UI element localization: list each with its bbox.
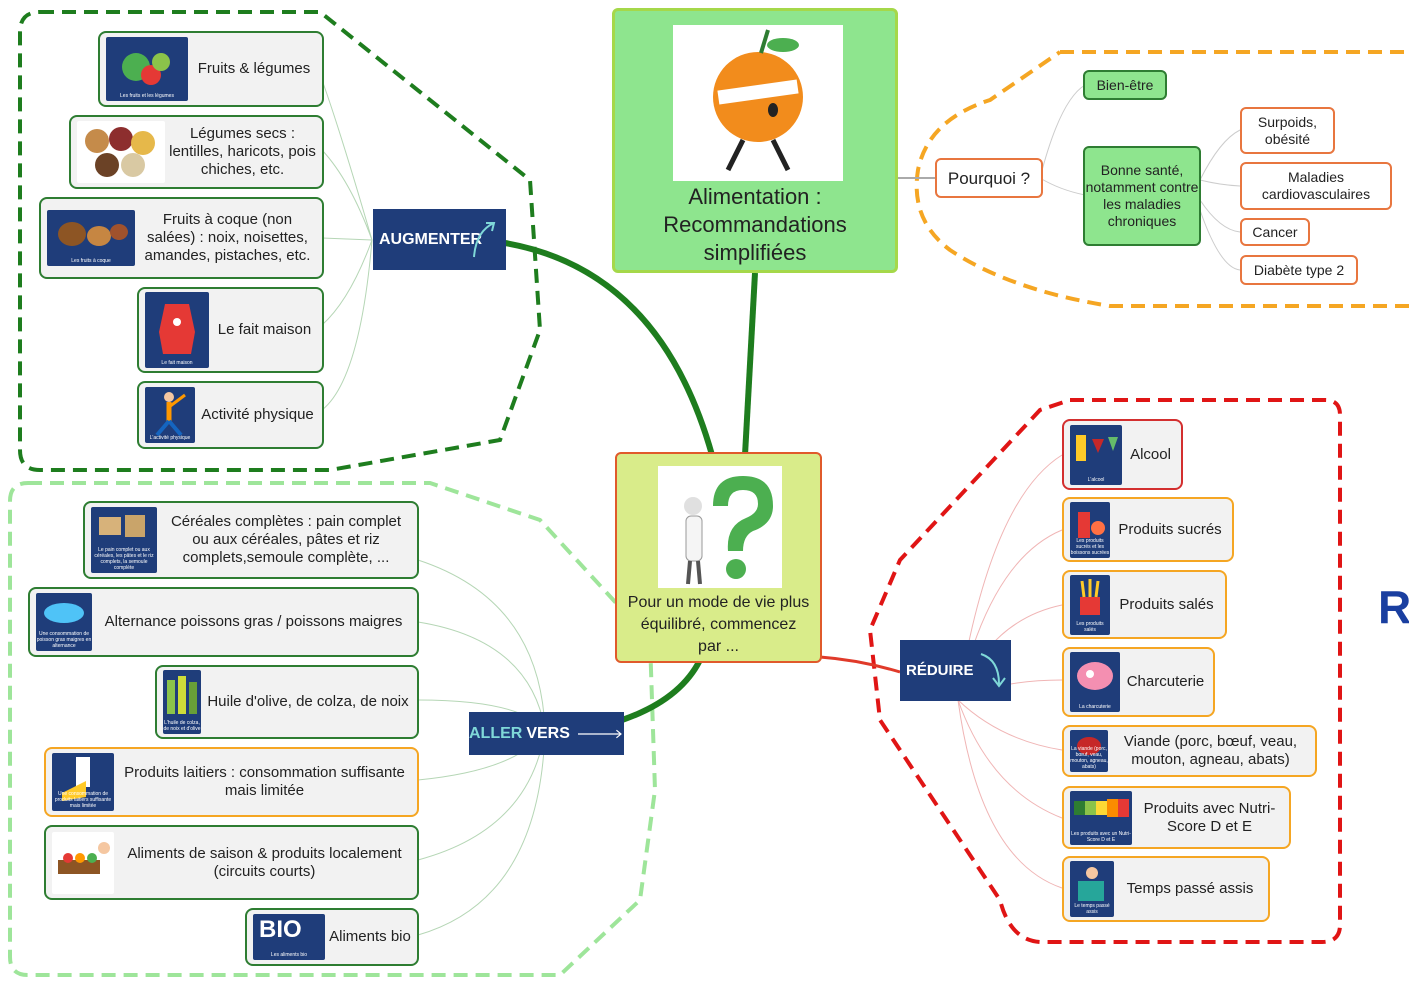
edge-letter: R [1378,581,1409,633]
reduire-tag-label: RÉDUIRE [906,662,974,679]
augmenter-item-fruits-legumes[interactable]: Les fruits et les légumes Fruits & légum… [98,31,324,107]
pourquoi-node[interactable]: Pourquoi ? [935,158,1043,198]
item-label: Fruits & légumes [197,60,311,77]
question-mark-person-icon [658,466,782,588]
disease-diabete[interactable]: Diabète type 2 [1240,255,1358,285]
ham-icon: La charcuterie [1070,652,1120,712]
item-label: Huile d'olive, de colza, de noix [207,693,409,710]
allervers-item-poissons[interactable]: Une consommation de poisson gras maigres… [28,587,419,657]
augmenter-item-fait-maison[interactable]: Le fait maison Le fait maison [137,287,324,373]
allervers-item-saison[interactable]: Aliments de saison & produits localement… [44,825,419,900]
sitting-person-icon: Le temps passé assis [1070,861,1114,917]
nutriscore-icon: Les produits avec un Nutri-Score D et E [1070,790,1132,845]
augmenter-item-fruits-coque[interactable]: Les fruits à coque Fruits à coque (non s… [39,197,324,279]
pourquoi-group-border [914,50,1409,308]
center-text: Pour un mode de vie plus équilibré, comm… [627,594,810,655]
dairy-icon: Une consommation de produits laitiers su… [52,753,114,811]
fries-icon: Les produits salés [1070,574,1110,635]
item-label: Viande (porc, bœuf, veau, mouton, agneau… [1123,733,1298,768]
branch-to-reduire [819,655,901,674]
item-label: Fruits à coque (non salées) : noix, nois… [144,211,311,264]
arrow-up-right-icon [473,222,496,258]
drinks-icon: L'alcool [1070,424,1122,485]
allervers-item-laitiers[interactable]: Une consommation de produits laitiers su… [44,747,419,817]
fish-can-icon: Une consommation de poisson gras maigres… [36,593,92,651]
item-label: Activité physique [201,406,314,423]
reduire-item-assis[interactable]: Le temps passé assis Temps passé assis [1062,856,1270,922]
nuts-icon: Les fruits à coque [47,210,135,266]
allervers-item-bio[interactable]: BIO Les aliments bio Aliments bio [245,908,419,966]
market-stall-icon [52,831,114,894]
item-label: Temps passé assis [1126,880,1254,897]
allervers-group-border [8,481,658,977]
augmenter-item-legumes-secs[interactable]: Légumes secs : lentilles, haricots, pois… [69,115,324,189]
orange-running-icon [673,25,843,181]
item-label: Aliments bio [329,928,411,945]
reduire-item-sales[interactable]: Les produits salés Produits salés [1062,570,1227,639]
item-label: Légumes secs : lentilles, haricots, pois… [169,125,316,178]
item-label: Charcuterie [1126,673,1205,690]
grains-icon: Le pain complet ou aux céréales, les pât… [91,507,157,573]
disease-cancer[interactable]: Cancer [1240,218,1310,246]
branch-to-augmenter [504,240,715,456]
arrow-down-right-icon [980,653,1006,688]
reduire-item-charcuterie[interactable]: La charcuterie Charcuterie [1062,647,1215,717]
meat-icon: La viande (porc, bœuf, veau, mouton, agn… [1070,730,1108,772]
augmenter-item-activite[interactable]: L'activité physique Activité physique [137,381,324,449]
soda-icon: Les produits sucrés et les boissons sucr… [1070,501,1110,558]
reduire-tag[interactable]: RÉDUIRE [900,640,1011,701]
reduire-item-alcool[interactable]: L'alcool Alcool [1062,419,1183,490]
item-label: Produits laitiers : consommation suffisa… [124,764,405,799]
reduire-item-sucres[interactable]: Les produits sucrés et les boissons sucr… [1062,497,1234,562]
item-label: Le fait maison [217,321,312,338]
allervers-tag-part1: ALLER [469,724,523,742]
allervers-tag[interactable]: ALLER VERS [469,712,624,755]
disease-surpoids[interactable]: Surpoids, obésité [1240,107,1335,154]
allervers-item-cereales[interactable]: Le pain complet ou aux céréales, les pât… [83,501,419,579]
item-label: Alcool [1130,445,1171,463]
augmenter-tag-label: AUGMENTER [379,230,483,248]
disease-cardio[interactable]: Maladies cardiovasculaires [1240,162,1392,210]
augmenter-group-border [18,10,543,472]
fruits-vegetables-icon: Les fruits et les légumes [106,37,188,101]
top-title: Alimentation : Recommandations simplifié… [663,184,847,265]
item-label: Aliments de saison & produits localement… [127,844,402,880]
oil-bottles-icon: L'huile de colza, de noix et d'olive [163,670,201,734]
allervers-tag-part2: VERS [526,724,570,742]
bonne-sante-node[interactable]: Bonne santé, notamment contre les maladi… [1083,146,1201,246]
item-label: Alternance poissons gras / poissons maig… [104,613,403,630]
center-node[interactable]: Pour un mode de vie plus équilibré, comm… [615,452,822,663]
reduire-item-viande[interactable]: La viande (porc, bœuf, veau, mouton, agn… [1062,725,1317,777]
reduire-item-nutriscore[interactable]: Les produits avec un Nutri-Score D et E … [1062,786,1291,849]
item-label: Céréales complètes : pain complet ou aux… [170,513,402,566]
branch-to-allervers [621,658,703,723]
exercise-icon: L'activité physique [145,387,195,443]
bien-etre-node[interactable]: Bien-être [1083,70,1167,100]
legumes-icon [77,121,165,183]
branch-to-top [742,272,758,456]
bio-logo-text: BIO [259,916,302,943]
item-label: Produits avec Nutri-Score D et E [1143,799,1276,835]
bio-logo-icon: BIO Les aliments bio [253,914,325,960]
augmenter-tag[interactable]: AUGMENTER [373,209,506,270]
item-label: Produits sucrés [1118,520,1222,538]
apron-icon: Le fait maison [145,292,209,368]
arrow-right-icon [577,729,622,738]
item-label: Produits salés [1119,595,1214,613]
top-title-node[interactable]: Alimentation : Recommandations simplifié… [612,8,898,273]
allervers-item-huile[interactable]: L'huile de colza, de noix et d'olive Hui… [155,665,419,739]
reduire-group-border [867,398,1342,944]
